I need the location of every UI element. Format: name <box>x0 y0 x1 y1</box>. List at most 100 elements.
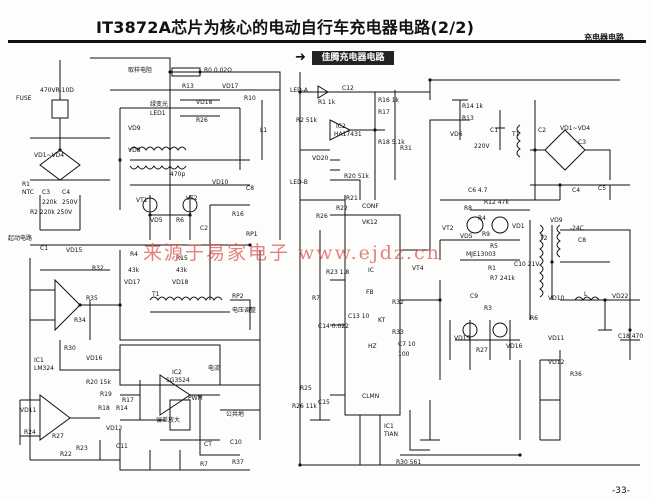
label-r35: R35 <box>86 295 98 302</box>
label-error-amp: 误差放大 <box>156 417 181 424</box>
label-vd11: VD11 <box>20 407 37 414</box>
label-r18: R18 <box>98 405 110 412</box>
page-title: IT3872A芯片为核心的电动自行车充电器电路(2/2) <box>96 18 475 37</box>
label-vd12: VD12 <box>548 359 565 366</box>
label-c2: C2 <box>200 225 209 232</box>
label-c3: C3 <box>578 139 587 146</box>
section-label: 充电器电路 <box>584 33 624 42</box>
label-start-circuit: 起动电路 <box>8 235 33 242</box>
label-r14: R14 <box>116 405 128 412</box>
label-vd18b: VD18 <box>172 279 189 286</box>
label-r26: R26 <box>316 213 328 220</box>
label-vd18: VD18 <box>196 99 213 106</box>
label-c7: C7 10 <box>398 341 416 348</box>
label-r20: R20 15k <box>86 379 111 386</box>
label-r7: R7 <box>312 295 320 302</box>
label-c1: C1 <box>40 245 49 252</box>
label-c9: C9 <box>470 293 479 300</box>
label-r4: R4 <box>478 215 486 222</box>
label-c8: C8 <box>578 237 587 244</box>
label-mje13003: MJE13003 <box>466 251 496 258</box>
label-c10: C10 <box>230 439 242 446</box>
label-vd15: VD15 <box>454 335 471 342</box>
label-r21: R21 <box>346 195 358 202</box>
label-ct: CT <box>204 441 212 448</box>
label-r27: R27 <box>476 347 488 354</box>
title-rule <box>8 40 646 43</box>
label-led-a: LED-A <box>290 87 308 94</box>
label-lm324: LM324 <box>34 365 54 372</box>
label-vd10: VD10 <box>548 295 565 302</box>
label-ic2: IC2 <box>172 369 182 376</box>
label-r12: R12 47k <box>484 199 509 206</box>
label-r7: R7 <box>200 461 208 468</box>
label-r30: R30 561 <box>396 459 422 466</box>
label-voltage-adjust: 电压调整 <box>232 307 257 314</box>
label-t2: T2 <box>540 235 548 242</box>
label-r13: R13 <box>182 83 194 90</box>
label-green-led: 绿变光 <box>150 101 169 108</box>
label-r3: R3 <box>484 305 492 312</box>
label-43k-b: 43k <box>176 267 188 274</box>
label-t1: T1 <box>152 291 160 298</box>
label-c1: C1 <box>490 127 499 134</box>
label-r1: R1 <box>22 181 30 188</box>
label-r19: R19 <box>100 391 112 398</box>
label-r6: R6 <box>530 315 538 322</box>
label-vd9: VD9 <box>128 125 141 132</box>
label-vd5: VD5 <box>460 233 473 240</box>
label-r24: R24 <box>24 429 36 436</box>
label-vd1-vd4: VD1~VD4 <box>560 125 591 132</box>
label-vd6: VD6 <box>450 131 463 138</box>
label-r17: R17 <box>378 109 390 116</box>
label-ic1: IC1 <box>34 357 44 364</box>
label-r5: R5 <box>490 243 498 250</box>
label-r1b: R1 <box>488 265 496 272</box>
label-fuse: FUSE <box>16 95 32 102</box>
label-r18: R18 5.1k <box>378 139 405 146</box>
label-ntc: NTC <box>22 189 34 196</box>
label-c15: C15 <box>318 399 330 406</box>
label-l1: L1 <box>260 127 268 134</box>
label-r26b: R26 11k <box>292 403 317 410</box>
label-sg3524: SG3524 <box>166 377 190 384</box>
label-r31: R31 <box>400 145 412 152</box>
label-r9: R9 <box>482 231 490 238</box>
label-43k-a: 43k <box>128 267 140 274</box>
label-r33: R33 <box>392 329 404 336</box>
label-ic: IC <box>368 267 374 274</box>
label-tian: TIAN <box>384 431 399 438</box>
label-vd17: VD17 <box>222 83 239 90</box>
label-c5: C5 <box>598 185 607 192</box>
label-r10: R10 <box>244 95 256 102</box>
label-c13: C13 10 <box>348 313 370 320</box>
label-c10: C10 21V <box>514 261 540 268</box>
label-ic2: IC2 <box>336 123 346 130</box>
label-vd16: VD16 <box>506 343 523 350</box>
label-vd9: VD9 <box>550 217 563 224</box>
label-hz: HZ <box>368 343 377 350</box>
label-c4: C4 <box>572 187 581 194</box>
label-led1: LED1 <box>150 110 166 117</box>
label-r16: R16 1k <box>378 97 400 104</box>
label-ic1: IC1 <box>384 423 394 430</box>
label-vd20: VD20 <box>312 155 329 162</box>
label-vd10: VD10 <box>212 179 229 186</box>
label-c3: C3 <box>42 189 51 196</box>
label-c8: C8 <box>246 185 255 192</box>
label-c6: C6 4.7 <box>468 187 488 194</box>
label-r34: R34 <box>74 317 86 324</box>
label-c14: C14 0.022 <box>318 323 349 330</box>
sub-title: 佳腾充电器电路 <box>312 51 394 65</box>
label-vd11: VD11 <box>548 335 565 342</box>
label-vd12: VD12 <box>106 425 123 432</box>
label-r27: R27 <box>52 433 64 440</box>
label-r8: R8 <box>464 205 472 212</box>
label-current-detect: 电流 <box>208 365 221 372</box>
label-inductor-l: L <box>584 291 588 298</box>
label-vd16: VD16 <box>86 355 103 362</box>
label-vk12: VK12 <box>362 219 378 226</box>
label-r36: R36 <box>570 371 582 378</box>
label-c11: C11 <box>116 443 128 450</box>
